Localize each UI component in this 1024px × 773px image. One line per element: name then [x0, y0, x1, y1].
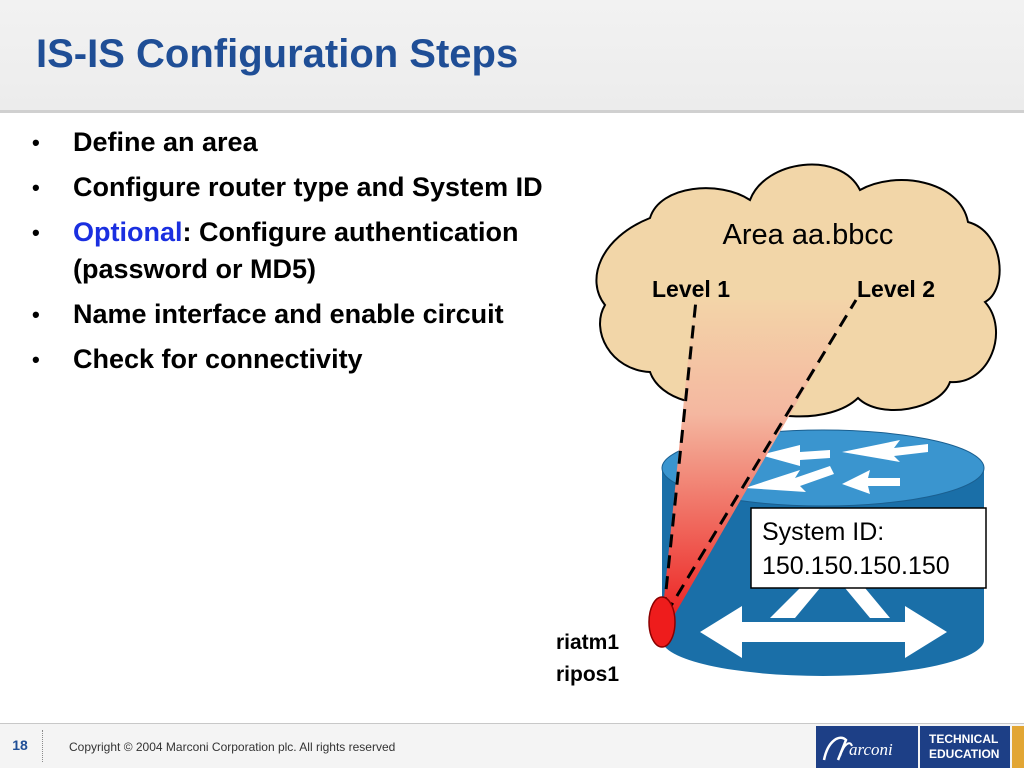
area-label: Area aa.bbcc [723, 219, 894, 251]
slide-header [0, 0, 1024, 110]
badge-line-2: EDUCATION [929, 747, 1000, 761]
system-id-label: System ID: [762, 518, 884, 546]
level2-label: Level 2 [857, 276, 935, 302]
badge-line-1: TECHNICAL [929, 732, 999, 746]
interface-label-pos: ripos1 [556, 663, 619, 686]
bullet-text: Name interface and enable circuit [73, 299, 504, 329]
bullet-item: • Name interface and enable circuit [30, 296, 630, 333]
connection-point-icon [648, 596, 676, 648]
footer-separator [42, 730, 43, 762]
bullet-list: • Define an area • Configure router type… [30, 124, 630, 386]
bullet-text: Configure router type and System ID [73, 172, 543, 202]
bullet-icon: • [32, 130, 40, 155]
slide-title: IS-IS Configuration Steps [36, 32, 519, 76]
bullet-text: Check for connectivity [73, 344, 363, 374]
bullet-icon: • [32, 175, 40, 200]
marconi-logo: arconi [816, 726, 918, 768]
footer-divider [0, 723, 1024, 724]
page-number: 18 [12, 737, 28, 753]
level1-label: Level 1 [652, 276, 730, 302]
bullet-icon: • [32, 220, 40, 245]
level1-link [662, 299, 698, 611]
bullet-item: • Define an area [30, 124, 630, 161]
technical-education-badge: TECHNICAL EDUCATION [920, 726, 1010, 768]
footer-accent [1012, 726, 1024, 768]
bullet-text: : Configure authentication (password or … [73, 217, 519, 284]
svg-text:arconi: arconi [849, 740, 893, 759]
system-id-box [750, 507, 987, 589]
optional-keyword: Optional [73, 217, 183, 247]
header-divider [0, 110, 1024, 113]
bullet-item: • Configure router type and System ID [30, 169, 630, 206]
copyright-text: Copyright © 2004 Marconi Corporation plc… [69, 740, 396, 754]
bullet-text: Define an area [73, 127, 258, 157]
level2-link [664, 299, 858, 615]
bullet-icon: • [32, 347, 40, 372]
bullet-item: • Check for connectivity [30, 341, 630, 378]
system-id-value: 150.150.150.150 [762, 552, 950, 580]
bullet-icon: • [32, 302, 40, 327]
interface-label-atm: riatm1 [556, 631, 619, 654]
bullet-item: • Optional: Configure authentication (pa… [30, 214, 630, 288]
